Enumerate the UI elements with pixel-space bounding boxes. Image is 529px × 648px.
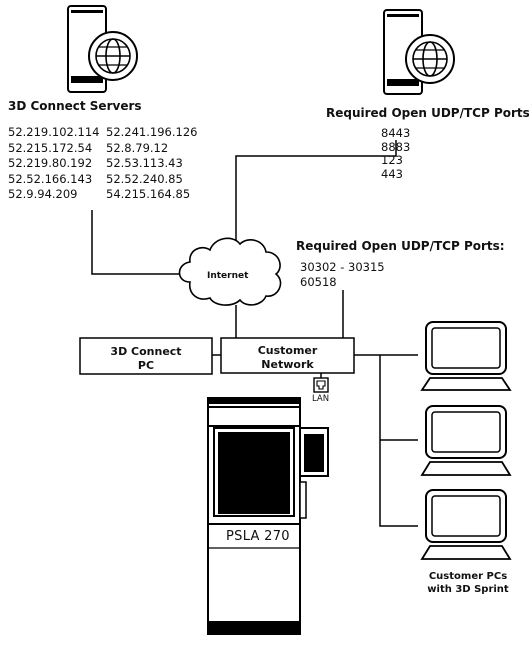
server-ip: 52.8.79.12 xyxy=(106,140,169,155)
lan-label: LAN xyxy=(312,394,330,404)
server-ip-list-1: 52.219.102.114 52.215.172.54 52.219.80.1… xyxy=(8,125,100,201)
ports-top-list: 8443 8883 123 443 xyxy=(381,126,411,181)
server-ip: 52.53.113.43 xyxy=(106,156,183,170)
server-ip: 52.219.80.192 xyxy=(8,156,93,170)
printer-label: PSLA 270 xyxy=(226,529,290,544)
server-ip: 52.215.172.54 xyxy=(8,140,93,155)
printer-icon xyxy=(207,397,329,635)
port-value: 8443 xyxy=(381,126,411,140)
customer-pcs-line1: Customer PCs xyxy=(428,571,508,582)
ports-top-title: Required Open UDP/TCP Ports: xyxy=(326,106,529,120)
port-value: 123 xyxy=(381,153,403,167)
lan-port-icon xyxy=(313,377,329,393)
internet-label: Internet xyxy=(207,271,249,281)
customer-network-box xyxy=(220,337,355,374)
server-ip: 52.241.196.126 xyxy=(106,125,198,139)
server-ip-list-2: 52.241.196.126 52.8.79.12 52.53.113.43 5… xyxy=(106,125,198,201)
ports-mid-list: 30302 - 30315 60518 xyxy=(300,260,385,289)
server-ip: 52.52.240.85 xyxy=(106,171,183,186)
connect-pc-label: 3D Connect PC xyxy=(80,345,212,373)
laptop-icon xyxy=(420,489,512,560)
port-value: 8883 xyxy=(381,139,411,154)
server-ip: 52.219.102.114 xyxy=(8,125,100,139)
server-ip: 52.52.166.143 xyxy=(8,171,93,186)
line-bus-to-pcs xyxy=(379,355,418,527)
port-value: 30302 - 30315 xyxy=(300,260,385,274)
laptop-icon xyxy=(420,405,512,476)
connect-pc-line1: 3D Connect xyxy=(110,345,182,358)
cloud-icon xyxy=(178,237,282,306)
laptop-icon xyxy=(420,321,512,391)
port-value: 60518 xyxy=(300,274,337,289)
connect-pc-line2: PC xyxy=(137,358,155,372)
connect-pc-box xyxy=(79,337,213,375)
server-globe-icon xyxy=(67,5,138,93)
connection-lines xyxy=(91,140,418,527)
ports-mid-title: Required Open UDP/TCP Ports: xyxy=(296,239,505,253)
server-ip: 52.9.94.209 xyxy=(8,187,78,201)
customer-pcs-label: Customer PCs with 3D Sprint xyxy=(416,571,520,596)
line-ports-to-internet xyxy=(235,140,397,246)
servers-title: 3D Connect Servers xyxy=(8,99,142,113)
server-globe-icon xyxy=(383,9,455,95)
port-value: 443 xyxy=(381,166,403,181)
customer-pcs-line2: with 3D Sprint xyxy=(427,583,509,595)
customer-network-line1: Customer xyxy=(257,344,318,357)
customer-network-line2: Network xyxy=(261,357,314,371)
server-ip: 54.215.164.85 xyxy=(106,187,191,201)
customer-network-label: Customer Network xyxy=(221,344,354,372)
line-servers-to-internet xyxy=(91,210,182,275)
